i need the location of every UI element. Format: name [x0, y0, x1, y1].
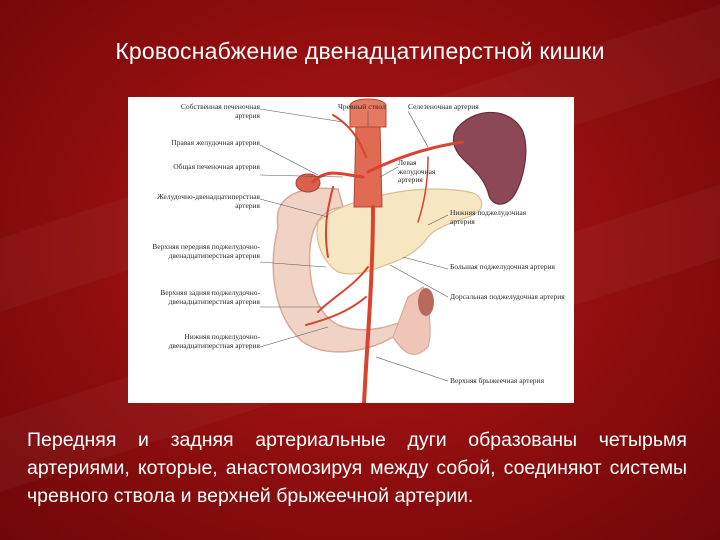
slide-description: Передняя и задняя артериальные дуги обра… [27, 429, 687, 507]
label-gastroduodenal-artery: Желудочно-двенадцатиперстная артерия [157, 192, 260, 210]
label-splenic-artery: Селезеночная артерия [408, 102, 479, 111]
spleen-shape [452, 112, 527, 205]
slide-title: Кровоснабжение двенадцатиперстной кишки [115, 38, 605, 64]
label-right-gastric-artery: Правая желудочная артерия [171, 138, 260, 147]
pancreas-shape [316, 188, 483, 275]
duodenum-shape [272, 187, 409, 353]
anatomy-illustration [259, 98, 527, 403]
label-superior-mesenteric-artery: Верхняя брыжеечная артерия [450, 376, 545, 385]
label-inferior-pancreaticoduodenal: Нижняя поджелудочно-двенадцатиперстная а… [168, 332, 260, 350]
label-superior-posterior-pancreaticoduodenal: Верхняя задняя поджелудочно-двенадцатипе… [160, 288, 260, 306]
label-great-pancreatic-artery: Большая поджелудочная артерия [450, 262, 555, 271]
label-celiac-trunk: Чревный ствол [338, 102, 386, 111]
label-superior-anterior-pancreaticoduodenal: Верхняя передняя поджелудочно-двенадцати… [152, 242, 260, 260]
label-dorsal-pancreatic-artery: Дорсальная поджелудочная артерия [450, 292, 565, 301]
label-inferior-pancreatic-artery: Нижняя поджелудочная артерия [450, 208, 527, 226]
label-common-hepatic-artery: Общая печеночная артерия [173, 162, 260, 171]
label-left-gastric-artery: Левая желудочная артерия [398, 158, 436, 184]
label-proper-hepatic-artery: Собственная печеночная артерия [180, 102, 260, 120]
stomach-stump [295, 173, 321, 193]
anatomy-figure: Собственная печеночная артерия Правая же… [128, 97, 574, 403]
